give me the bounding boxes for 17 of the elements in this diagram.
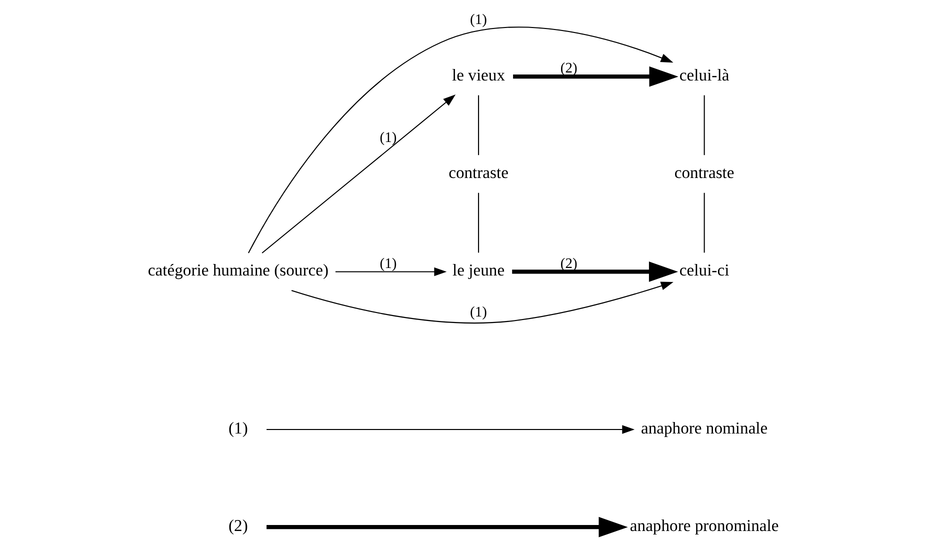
- legend-label: anaphore nominale: [640, 418, 768, 438]
- legend-label: anaphore pronominale: [629, 516, 778, 536]
- node-text: celui-là: [678, 66, 729, 85]
- edge-label: (1): [379, 130, 396, 146]
- label: (1): [228, 418, 248, 438]
- edge-label: (2): [560, 60, 577, 77]
- label: (2): [228, 516, 248, 536]
- node-text: le jeune: [452, 260, 504, 280]
- edge-label: (1): [470, 12, 486, 28]
- node-text: celui-ci: [678, 260, 729, 280]
- edge-label: (1): [470, 304, 486, 321]
- edge-label: (2): [560, 256, 577, 272]
- node-text: contraste: [448, 163, 508, 182]
- node-text: catégorie humaine (source): [147, 260, 328, 280]
- node-text: contraste: [674, 163, 734, 182]
- edge-label: (1): [379, 256, 396, 272]
- node-text: le vieux: [452, 66, 505, 85]
